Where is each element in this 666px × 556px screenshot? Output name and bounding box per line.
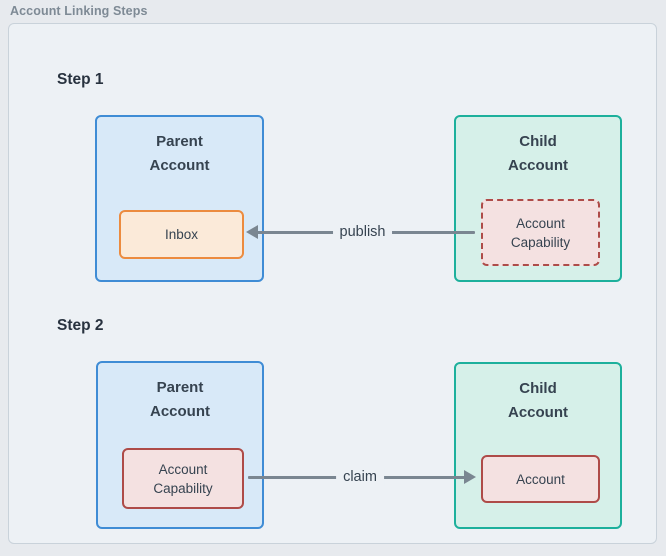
step-1-label: Step 1 [57,71,104,88]
claim-arrow: claim [244,465,476,489]
step-2-parent-account-title: Parent Account [150,379,210,420]
step-2-child-account-title: Child Account [508,380,568,421]
arrowhead-left-icon [246,225,258,239]
step-2-label: Step 2 [57,317,104,334]
step-2-child-account-box: Child Account Account [454,362,622,529]
step-2-account-box: Account [481,455,600,503]
publish-arrow: publish [246,220,479,244]
step-2-account-capability-box: Account Capability [122,448,244,509]
publish-arrow-label: publish [332,223,393,241]
step-1-parent-account-title: Parent Account [149,133,210,174]
step-1-child-account-box: Child Account Account Capability [454,115,622,282]
step-1-inbox-box: Inbox [119,210,244,259]
step-1-account-capability-box: Account Capability [481,199,600,266]
step-2-parent-account-box: Parent Account Account Capability [96,361,264,529]
diagram-title: Account Linking Steps [10,4,148,18]
claim-arrow-label: claim [336,468,384,486]
arrowhead-right-icon [464,470,476,484]
diagram-canvas: Step 1 Parent Account Inbox Child Accoun… [8,23,657,544]
step-1-parent-account-box: Parent Account Inbox [95,115,264,282]
step-1-child-account-title: Child Account [508,133,568,174]
